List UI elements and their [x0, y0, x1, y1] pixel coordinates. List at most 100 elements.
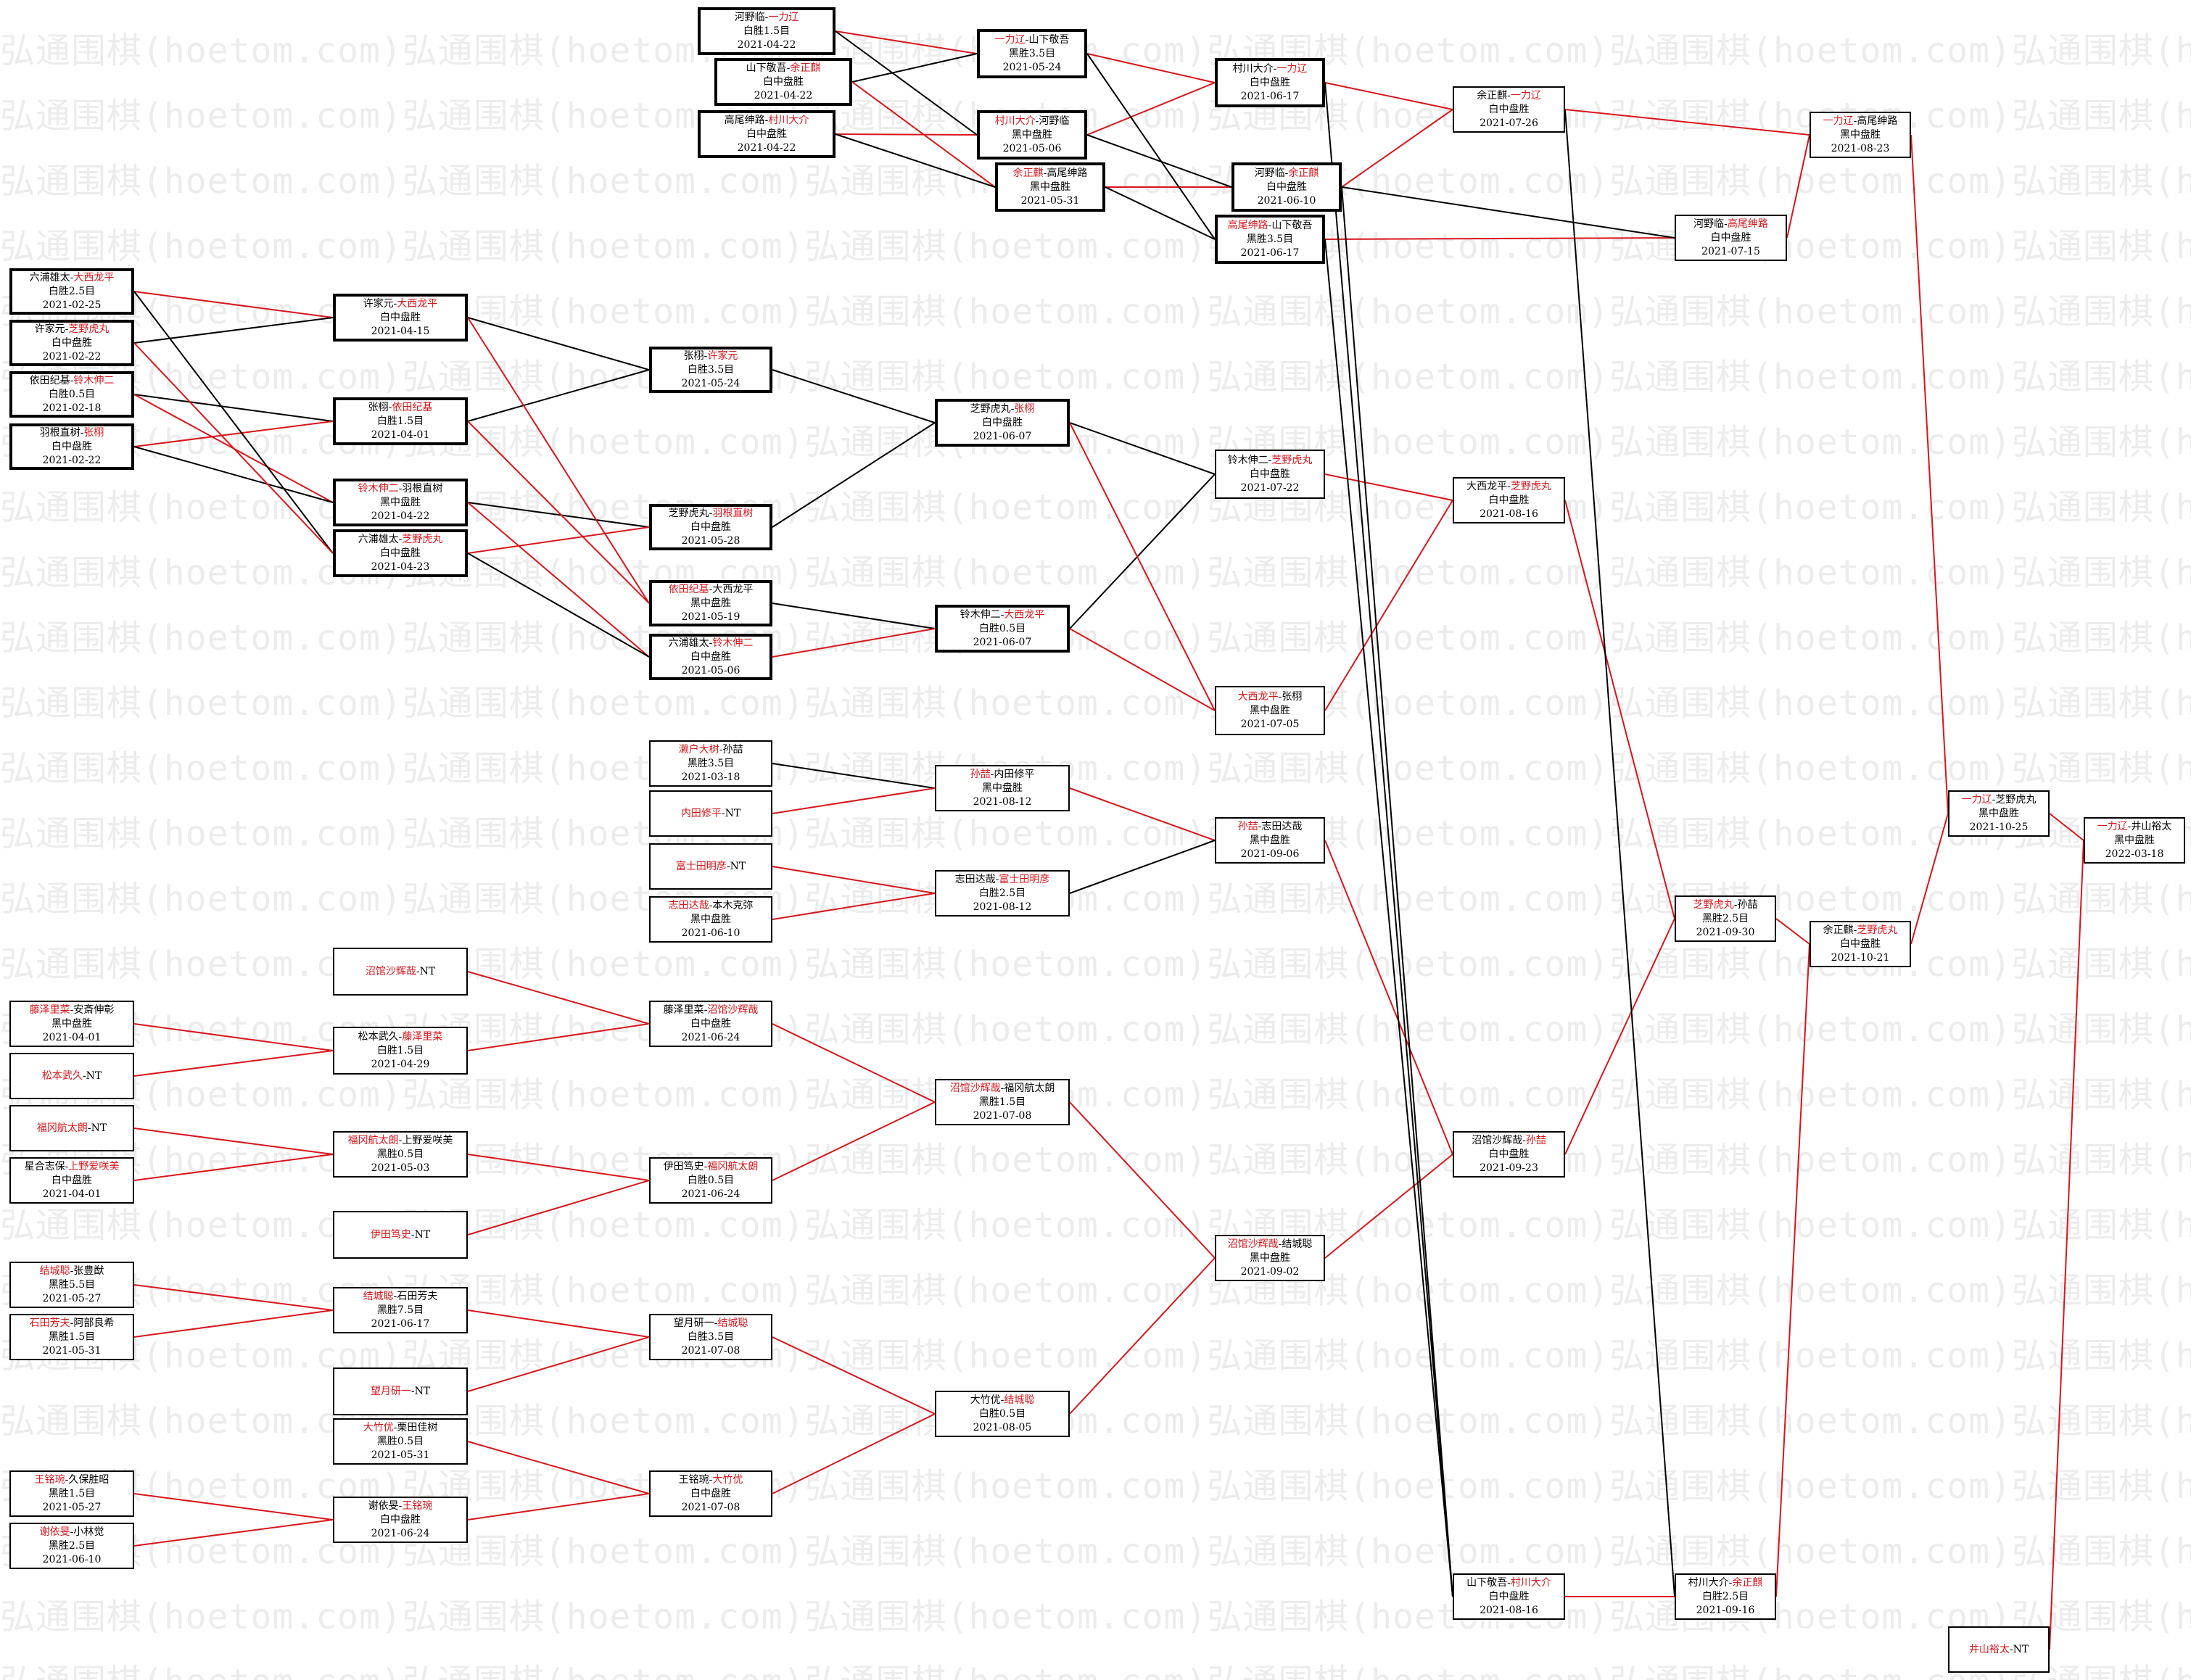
bracket-line-g64-g65: [1910, 813, 1949, 945]
separator: -: [2009, 1643, 2013, 1655]
game-box[interactable]: 内田修平-NT: [649, 790, 772, 837]
bracket-line-g17-g21: [467, 317, 650, 371]
player-black: 铃木伸二: [1227, 454, 1268, 466]
player-black: 伊田笃史: [370, 1228, 411, 1241]
player-black: 山下敬吾: [1466, 1576, 1508, 1589]
bracket-line-g4-g7: [1086, 53, 1216, 83]
game-box[interactable]: 望月研一-NT: [333, 1367, 468, 1415]
bracket-line-g27-g29: [1324, 473, 1453, 501]
player-black: 结城聪: [363, 1290, 394, 1302]
separator: -: [995, 873, 999, 885]
game-box[interactable]: 沼馆沙辉哉-NT: [333, 948, 468, 996]
game-result: 黑胜5.5目: [48, 1278, 96, 1291]
bracket-line-g42-g44: [133, 1127, 334, 1155]
player-black: 松本武久: [358, 1030, 399, 1043]
game-box[interactable]: 富士田明彦-NT: [649, 843, 772, 890]
game-box[interactable]: 福冈航太朗-NT: [9, 1105, 134, 1151]
player-white: 依田纪基: [392, 401, 433, 413]
separator: -: [1522, 1134, 1526, 1146]
bracket-line-g7-g62: [1324, 82, 1453, 1597]
game-date: 2021-04-01: [42, 1031, 102, 1043]
game-date: 2021-06-17: [371, 1317, 430, 1330]
game-box[interactable]: 伊田笃史-NT: [333, 1211, 468, 1259]
player-black: 孙喆: [970, 768, 991, 780]
game-box[interactable]: 井山裕太-NT: [1948, 1626, 2050, 1673]
game-box[interactable]: 松本武久-NT: [9, 1053, 134, 1099]
player-black: 芝野虎丸: [970, 402, 1011, 415]
matchup: 许家元-芝野虎丸: [35, 323, 110, 336]
player-white: 结城聪: [1004, 1394, 1035, 1406]
game-result: 黑中盘胜: [1250, 834, 1290, 846]
bracket-line-g26-g27: [1069, 473, 1216, 629]
bracket-line-g25-g27: [1069, 422, 1216, 475]
game-date: 2021-04-01: [42, 1188, 102, 1200]
game-result: 黑胜2.5目: [48, 1539, 96, 1552]
matchup: 福冈航太朗-NT: [37, 1122, 107, 1135]
player-white: 芝野虎丸: [1510, 480, 1551, 492]
bracket-line-g53-g57: [467, 1441, 650, 1494]
matchup: 芝野虎丸-张栩: [970, 402, 1035, 416]
player-black: 王铭琬: [678, 1473, 709, 1486]
game-date: 2021-10-25: [1969, 821, 2029, 833]
